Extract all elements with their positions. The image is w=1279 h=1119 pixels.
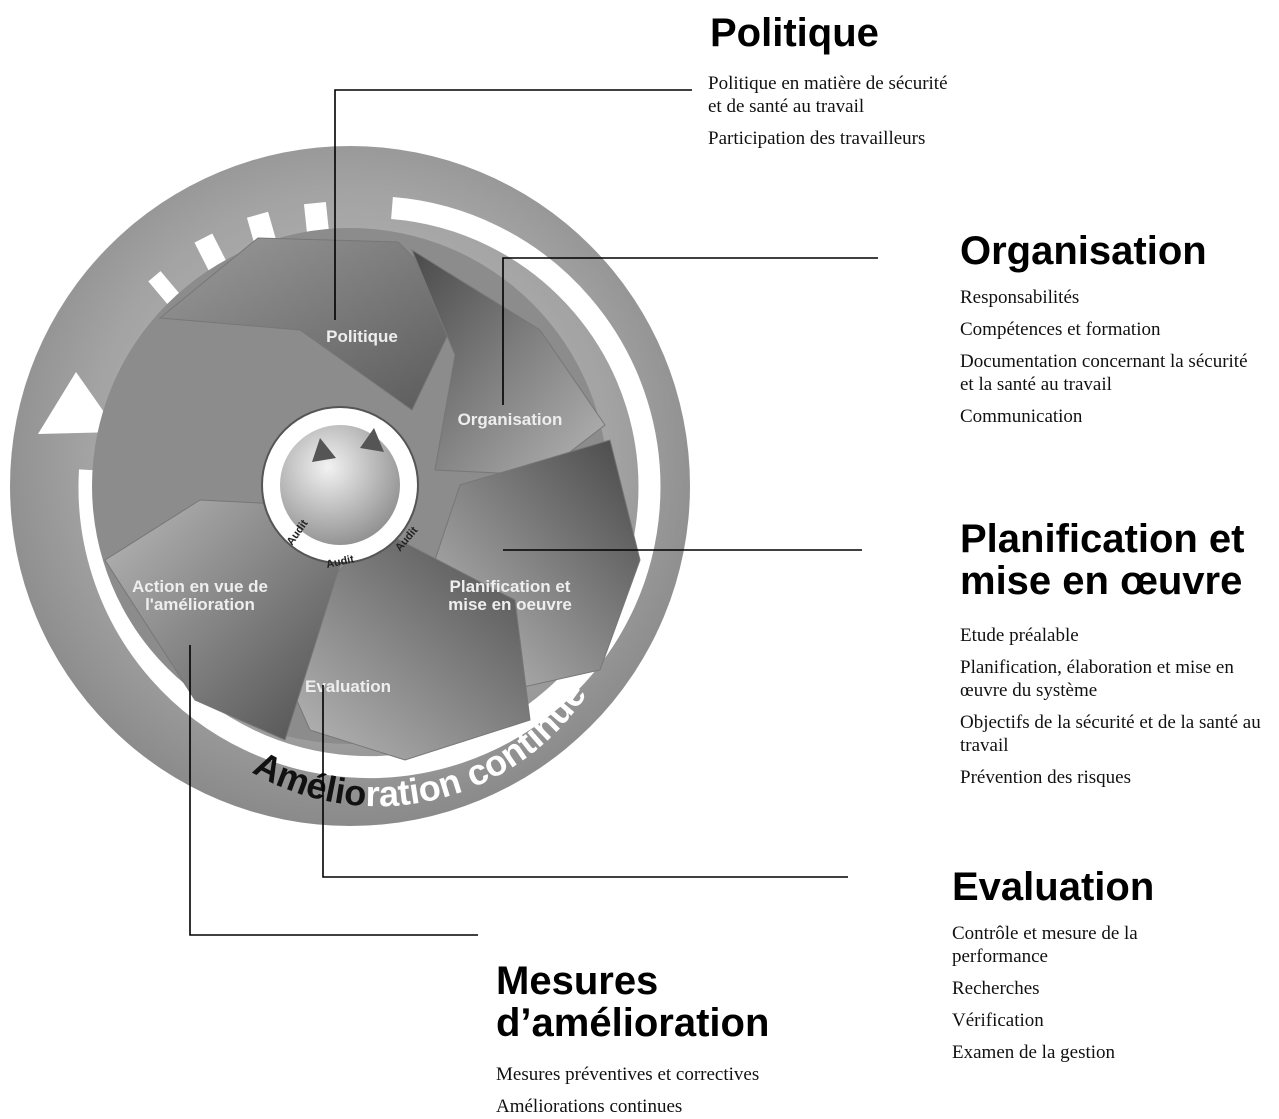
section-item: Recherches [952, 978, 1040, 999]
segment-label-politique: Politique [326, 327, 398, 346]
improvement-arrow-head [38, 372, 118, 434]
section-title-line: mise en œuvre [960, 559, 1243, 603]
section-item: Contrôle et mesure de la performance [952, 923, 1138, 967]
section-item: Etude préalable [960, 625, 1079, 646]
section-title-line: Mesures [496, 959, 659, 1003]
leader-politique [334, 89, 692, 320]
audit-arrow-right [360, 428, 384, 452]
section-title-line: d’amélioration [496, 1001, 770, 1045]
section-items-politique: Politique en matière de sécurité et de s… [708, 72, 948, 159]
section-item: Objectifs de la sécurité et de la santé … [960, 712, 1261, 756]
section-item: Examen de la gestion [952, 1042, 1116, 1063]
segment-label-line: l'amélioration [145, 595, 255, 614]
section-item: Responsabilités [960, 287, 1080, 308]
segment-label-line: mise en oeuvre [448, 595, 572, 614]
leader-mesures [189, 645, 478, 936]
hub-sphere [280, 425, 400, 545]
section-title-line: Evaluation [952, 865, 1155, 909]
section-item: Politique en matière de sécurité et de s… [708, 73, 948, 117]
audit-label-2: Audit [325, 553, 355, 571]
section-item: Documentation concernant la sécurité et … [960, 351, 1248, 395]
segment-label-organisation: Organisation [458, 410, 563, 429]
section-title-politique: Politique [710, 12, 879, 54]
section-title-evaluation: Evaluation [952, 866, 1154, 908]
section-item: Vérification [952, 1010, 1044, 1031]
segment-action [104, 499, 341, 741]
section-title-line: Politique [710, 11, 879, 55]
section-title-organisation: Organisation [960, 230, 1207, 272]
section-item: Planification, élaboration et mise en œu… [960, 657, 1234, 701]
section-title-line: Organisation [960, 229, 1207, 273]
leader-evaluation [322, 685, 848, 878]
segment-label-line: Evaluation [305, 677, 391, 696]
segment-label-line: Organisation [458, 410, 563, 429]
section-item: Améliorations continues [496, 1096, 683, 1117]
improvement-arrow-band [78, 197, 661, 779]
segment-label-line: Planification et [450, 577, 571, 596]
segment-label-evaluation: Evaluation [305, 677, 391, 696]
section-title-line: Planification et [960, 517, 1245, 561]
segment-label-line: Politique [326, 327, 398, 346]
section-item: Compétences et formation [960, 319, 1161, 340]
section-item: Communication [960, 406, 1083, 427]
section-item: Participation des travailleurs [708, 128, 926, 149]
audit-arrow-left [312, 438, 336, 462]
section-item: Mesures préventives et correctives [496, 1064, 760, 1085]
section-item: Prévention des risques [960, 767, 1131, 788]
segment-label-line: Action en vue de [132, 577, 268, 596]
leader-organisation [502, 257, 878, 405]
